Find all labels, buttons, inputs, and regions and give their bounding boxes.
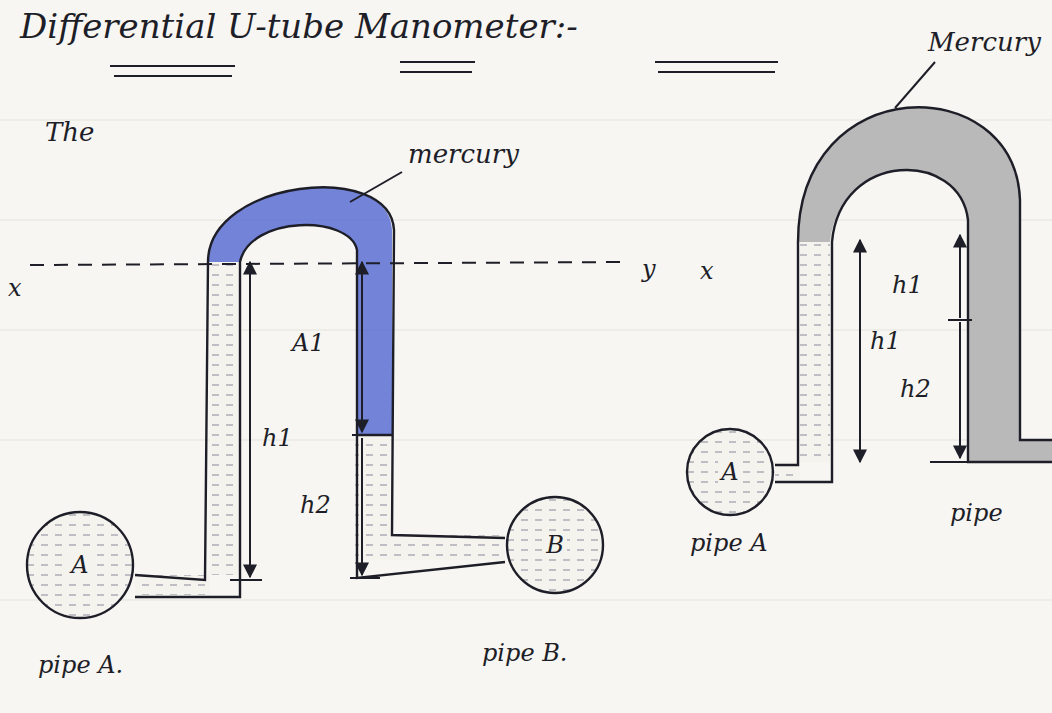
height-label: h2 <box>300 492 331 518</box>
height-label: h1 <box>262 425 293 451</box>
height-label: h2 <box>900 376 931 402</box>
pipe-letter: A <box>68 552 91 578</box>
fluid-name: mercury <box>408 140 519 169</box>
height-label: h1 <box>870 328 901 354</box>
line-end: x <box>8 275 22 301</box>
pipe-name: pipe A <box>690 530 768 556</box>
pipe-name: pipe <box>950 500 1003 526</box>
pipe-letter: A <box>718 459 741 485</box>
pipe-letter: B <box>543 532 567 558</box>
pipe-name: pipe B. <box>482 640 568 666</box>
pipe-circle: Bpipe B. <box>505 495 605 595</box>
height-label: h1 <box>892 272 923 298</box>
height-label: A1 <box>292 330 325 356</box>
line-end: y <box>642 256 656 282</box>
fluid-name: Mercury <box>928 28 1041 57</box>
page-title: Differential U-tube Manometer:- <box>20 8 578 45</box>
pipe-circle: Apipe A <box>685 427 775 517</box>
note-text: The <box>45 118 94 147</box>
line-end: x <box>700 258 714 284</box>
pipe-name: pipe A. <box>38 652 123 678</box>
pipe-circle: Apipe A. <box>25 510 135 620</box>
